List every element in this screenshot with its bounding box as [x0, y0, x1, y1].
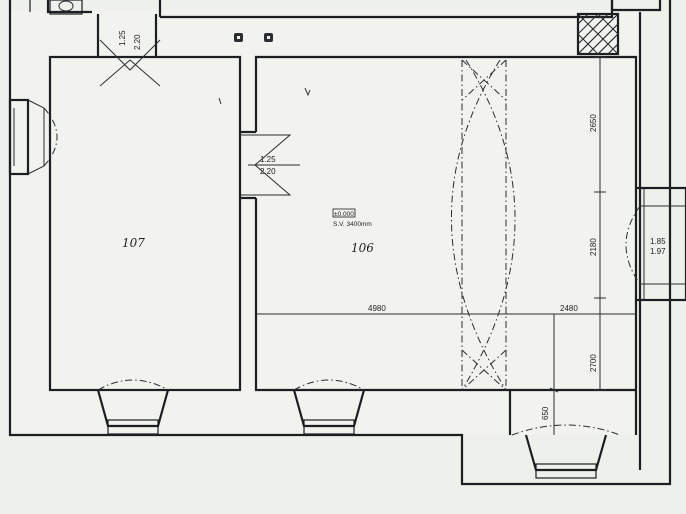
- bottom-window-left: [96, 379, 170, 435]
- dimension-lower-vertical: 2700: [589, 354, 598, 372]
- right-door: [625, 186, 686, 302]
- pencil-mark: [304, 87, 311, 97]
- top-door-height: 2.20: [133, 34, 142, 50]
- level-elevation: ±0.000: [334, 211, 354, 218]
- middle-door-frame: [240, 130, 300, 200]
- chimney-block: [576, 12, 620, 56]
- right-door-width: 1.85: [650, 237, 666, 246]
- top-door-frame: [96, 14, 161, 87]
- dimension-right-span: 2480: [560, 304, 578, 313]
- column-markers: [234, 33, 273, 42]
- right-door-height: 1.97: [650, 247, 666, 256]
- dimension-upper-vertical: 2650: [589, 114, 598, 132]
- toilet-fixture: [49, 0, 83, 15]
- level-marker-box: [332, 208, 356, 218]
- dimension-lines: [549, 56, 606, 435]
- top-door-width: 1.25: [118, 30, 127, 46]
- dimension-middle-vertical: 2180: [589, 238, 598, 256]
- bottom-window-middle: [292, 379, 366, 435]
- dimension-left-span: 4980: [368, 304, 386, 313]
- level-clear-height: S.V. 3400mm: [333, 221, 372, 228]
- room-label-106: 106: [351, 241, 374, 255]
- middle-door-height: 2.20: [260, 167, 276, 176]
- pencil-mark: [218, 97, 222, 105]
- room-label-107: 107: [122, 236, 145, 250]
- outer-walls: [8, 0, 672, 486]
- vault-lines: [451, 59, 516, 391]
- room-107-walls: [48, 55, 242, 392]
- left-window: [8, 98, 58, 176]
- bottom-window-right: [511, 424, 621, 479]
- dimension-niche-depth: 650: [541, 406, 550, 420]
- middle-door-width: 1.25: [260, 155, 276, 164]
